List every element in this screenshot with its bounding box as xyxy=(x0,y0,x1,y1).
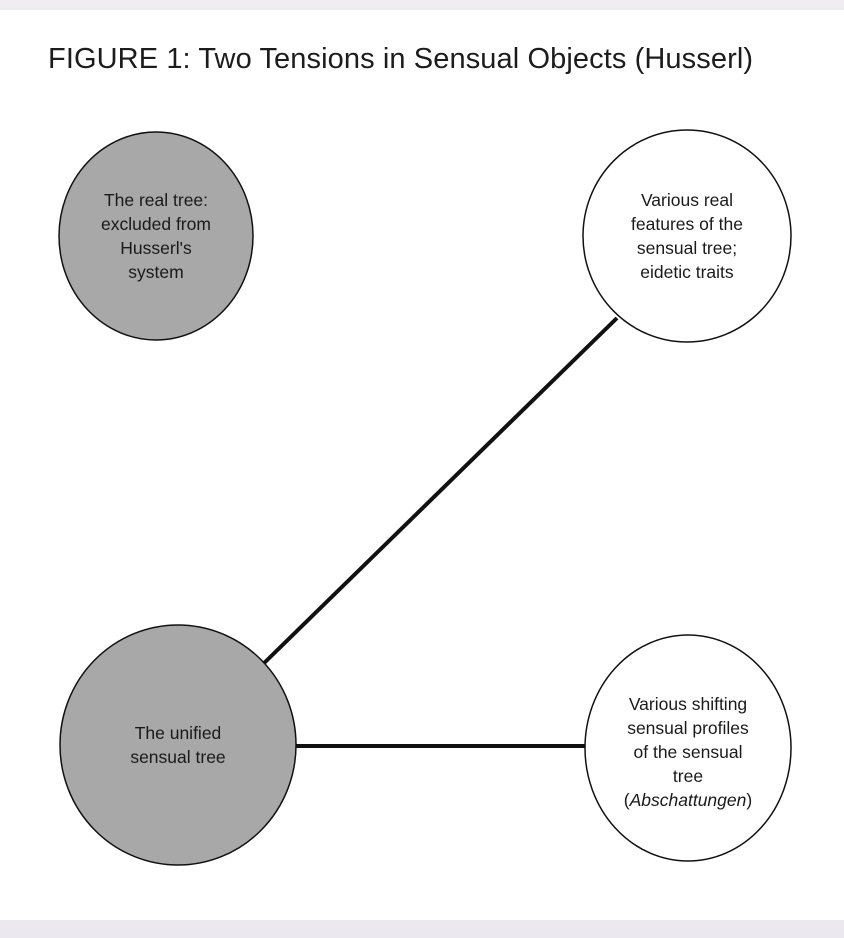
node-label-line: Various shifting xyxy=(628,694,748,714)
node-label-line: Various real xyxy=(640,190,734,210)
connector-unified-to-features xyxy=(256,316,619,671)
node-label-line: The real tree: xyxy=(103,190,209,210)
node-label-italic-line: (Abschattungen) xyxy=(623,790,753,810)
node-unified-tree-circle xyxy=(59,624,297,866)
node-sensual-profiles-label: Various shifting sensual profiles of the… xyxy=(585,677,791,827)
node-unified-tree-label: The unified sensual tree xyxy=(60,705,296,785)
bottom-border xyxy=(0,920,844,938)
node-real-features-circle xyxy=(582,129,792,343)
figure-title: FIGURE 1: Two Tensions in Sensual Object… xyxy=(48,43,754,75)
node-real-tree-label: The real tree: excluded from Husserl's s… xyxy=(59,160,253,312)
node-label-line: tree xyxy=(672,766,704,786)
node-real-features-label: Various real features of the sensual tre… xyxy=(583,160,791,312)
node-label-line: eidetic traits xyxy=(640,262,734,282)
node-label-line: features of the xyxy=(631,214,743,234)
node-label-line: system xyxy=(128,262,184,282)
node-label-line: The unified xyxy=(134,723,222,743)
node-label-line: sensual profiles xyxy=(627,718,749,738)
node-label-line: sensual tree xyxy=(130,747,226,767)
node-sensual-profiles-circle xyxy=(584,634,792,862)
node-real-tree-circle xyxy=(58,131,254,341)
abschattungen-term: Abschattungen xyxy=(629,790,747,810)
top-border xyxy=(0,0,844,10)
node-label-line: of the sensual xyxy=(633,742,743,762)
node-label-line: Husserl's xyxy=(120,238,192,258)
node-label-line: excluded from xyxy=(101,214,211,234)
node-label-line: sensual tree; xyxy=(636,238,738,258)
